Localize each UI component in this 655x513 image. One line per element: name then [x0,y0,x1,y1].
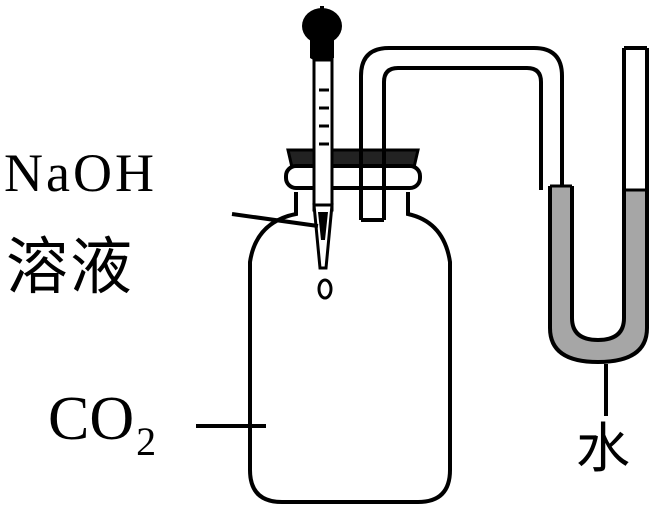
water-label: 水 [576,417,630,480]
stopper-collar [284,164,422,190]
naoh-label: NaOH [4,143,157,203]
connecting-tube-inner [382,66,543,220]
naoh-drop [317,278,333,300]
u-tube-outer [548,48,649,365]
dropper [302,6,342,270]
solution-label: 溶液 [6,230,135,303]
co2-label: CO2 [48,385,156,462]
co2-text: CO [48,385,135,453]
naoh-leader-line [231,212,319,228]
connecting-tube [359,46,564,220]
co2-subscript: 2 [136,419,157,464]
water [550,186,647,362]
gas-bottle [248,192,452,504]
u-tube-inner [570,48,626,343]
